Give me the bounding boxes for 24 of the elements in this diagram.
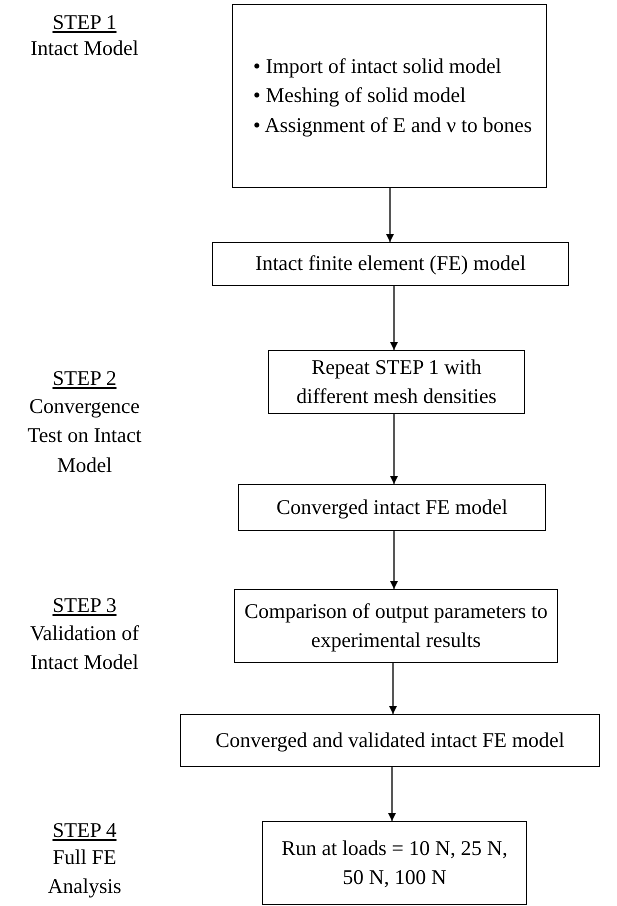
- arrow: [390, 531, 398, 589]
- step-description: Validation of Intact Model: [28, 620, 140, 676]
- bullet-item: • Import of intact solid model: [253, 52, 502, 80]
- step-description: Intact Model: [30, 35, 140, 62]
- process-box: Repeat STEP 1 with different mesh densities: [268, 350, 525, 414]
- process-box: Intact finite element (FE) model: [212, 242, 569, 286]
- process-box: Comparison of output parameters to experimental results: [234, 589, 558, 663]
- arrow: [386, 188, 394, 242]
- bullet-item: • Assignment of E and ν to bones: [253, 112, 532, 139]
- arrow: [390, 414, 398, 484]
- process-box: Converged and validated intact FE model: [180, 714, 600, 767]
- arrow: [388, 767, 396, 821]
- step-description: Convergence Test on Intact Model: [26, 393, 142, 479]
- step-heading: STEP 3: [52, 592, 118, 619]
- step-heading: STEP 1: [52, 9, 118, 36]
- step-description: Full FE Analysis: [46, 844, 122, 900]
- process-box: Run at loads = 10 N, 25 N, 50 N, 100 N: [262, 821, 527, 905]
- arrow: [390, 286, 398, 350]
- process-box: Converged intact FE model: [238, 484, 546, 531]
- process-box: [232, 4, 547, 188]
- arrow: [389, 663, 397, 714]
- step-heading: STEP 2: [52, 365, 118, 392]
- bullet-item: • Meshing of solid model: [253, 82, 467, 110]
- step-heading: STEP 4: [52, 817, 118, 844]
